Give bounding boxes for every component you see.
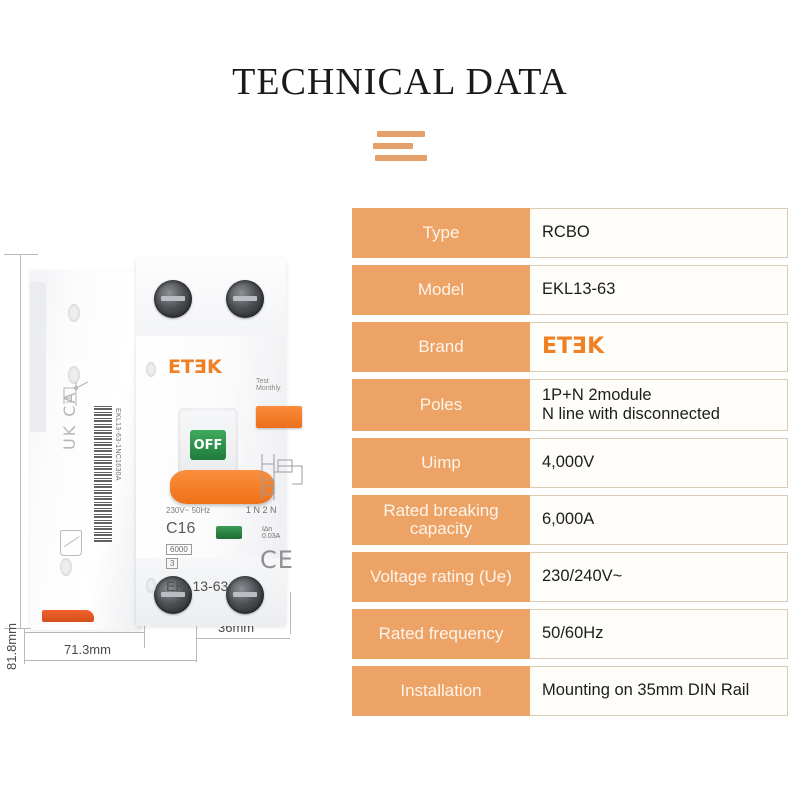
product-figure: 81.8mm 44.3mm 71.3mm 36mm ETEK Test Mont…	[0, 240, 340, 690]
device-test-button[interactable]	[256, 406, 302, 428]
spec-value: 6,000A	[530, 495, 788, 545]
device-left-module	[30, 270, 142, 630]
spec-value: Mounting on 35mm DIN Rail	[530, 666, 788, 716]
device-barcode	[94, 406, 112, 542]
spec-row: Installation Mounting on 35mm DIN Rail	[352, 666, 788, 716]
device-rivet-e	[146, 578, 156, 593]
spec-row: Rated breaking capacity 6,000A	[352, 495, 788, 545]
spec-value-text: RCBO	[542, 223, 590, 242]
spec-label: Model	[352, 265, 530, 315]
dim-axis-44	[24, 632, 144, 633]
spec-label: Type	[352, 208, 530, 258]
device-breaking-class: 3	[166, 558, 179, 569]
spec-row: Model EKL13-63	[352, 265, 788, 315]
spec-value: ETEK	[530, 322, 788, 372]
spec-label: Poles	[352, 379, 530, 431]
spec-row: Uimp 4,000V	[352, 438, 788, 488]
spec-value: RCBO	[530, 208, 788, 258]
ornament-bar-2	[373, 143, 413, 149]
spec-value-text: 1P+N 2module N line with disconnected	[542, 385, 720, 423]
weee-bin-icon	[60, 530, 82, 556]
device-rivet-b	[68, 366, 80, 384]
spec-row: Poles 1P+N 2module N line with disconnect…	[352, 379, 788, 431]
brand-logo-etek: ETEK	[542, 334, 605, 360]
device-brand-logo: ETEK	[168, 356, 222, 378]
spec-label: Uimp	[352, 438, 530, 488]
spec-value-text: 4,000V	[542, 453, 595, 472]
terminal-screw-bottom-right	[226, 576, 264, 614]
title-ornament	[373, 131, 429, 163]
dim-axis-36	[196, 638, 290, 639]
ornament-bar-3	[375, 155, 427, 161]
spec-label: Brand	[352, 322, 530, 372]
dim-guide-bottom	[4, 628, 38, 629]
spec-label: Rated frequency	[352, 609, 530, 659]
spec-row: Voltage rating (Ue) 230/240V~	[352, 552, 788, 602]
device-breaking-capacity: 6000	[166, 544, 192, 555]
spec-value-text: EKL13-63	[542, 280, 616, 299]
device-residual-sensitivity: I∆n 0.03A	[262, 526, 281, 540]
spec-value-text: 50/60Hz	[542, 624, 604, 643]
device-barcode-text: EKL13-63-1NC1630A	[114, 408, 121, 481]
dim-guide-left-v	[24, 628, 25, 664]
device-toggle-lever[interactable]	[170, 470, 274, 504]
dim-guide-right-v	[196, 608, 197, 662]
spec-label: Rated breaking capacity	[352, 495, 530, 545]
spec-label: Installation	[352, 666, 530, 716]
spec-row: Type RCBO	[352, 208, 788, 258]
dim-guide-top	[4, 254, 38, 255]
spec-value: 230/240V~	[530, 552, 788, 602]
spec-row: Rated frequency 50/60Hz	[352, 609, 788, 659]
dimension-label-total-width: 71.3mm	[64, 642, 111, 657]
spec-value: 1P+N 2module N line with disconnected	[530, 379, 788, 431]
dim-height-axis	[20, 254, 21, 628]
dim-guide-far-v	[290, 592, 291, 634]
spec-label: Voltage rating (Ue)	[352, 552, 530, 602]
device-rivet-a	[68, 304, 80, 322]
device-off-indicator: OFF	[190, 430, 226, 460]
device-left-notch	[30, 282, 46, 432]
spec-value-text: 230/240V~	[542, 567, 623, 586]
device-wiring-symbol-icon	[63, 381, 89, 406]
page-title: TECHNICAL DATA	[232, 61, 568, 103]
spec-value: 50/60Hz	[530, 609, 788, 659]
dim-axis-71	[24, 660, 196, 661]
spec-value-text: 6,000A	[542, 510, 595, 529]
device-rating-line: 230V~ 50Hz	[166, 506, 211, 515]
spec-value-text: Mounting on 35mm DIN Rail	[542, 681, 750, 700]
device-rivet-d	[146, 362, 156, 377]
rcbo-device-image: ETEK Test Monthly OFF EKL13-63-1NC1630A …	[30, 258, 303, 650]
spec-value: EKL13-63	[530, 265, 788, 315]
device-rivet-c	[60, 558, 72, 576]
device-status-led	[216, 526, 242, 539]
spec-value: 4,000V	[530, 438, 788, 488]
terminal-screw-bottom-left	[154, 576, 192, 614]
device-model-code: EKL13-63	[166, 578, 229, 594]
ce-mark-icon: CE	[260, 546, 294, 574]
device-terminal-labels: 1 N 2 N	[246, 505, 277, 515]
dimension-label-height: 81.8mm	[4, 623, 19, 670]
device-curve-rating: C16	[166, 520, 196, 537]
spec-row: Brand ETEK	[352, 322, 788, 372]
device-din-rail-clip	[42, 610, 94, 622]
ornament-bar-1	[377, 131, 425, 137]
terminal-screw-top-left	[154, 280, 192, 318]
device-test-monthly-label: Test Monthly	[256, 378, 281, 392]
dim-guide-mid-v	[144, 608, 145, 648]
terminal-screw-top-right	[226, 280, 264, 318]
device-circuit-schematic-icon	[261, 454, 303, 500]
